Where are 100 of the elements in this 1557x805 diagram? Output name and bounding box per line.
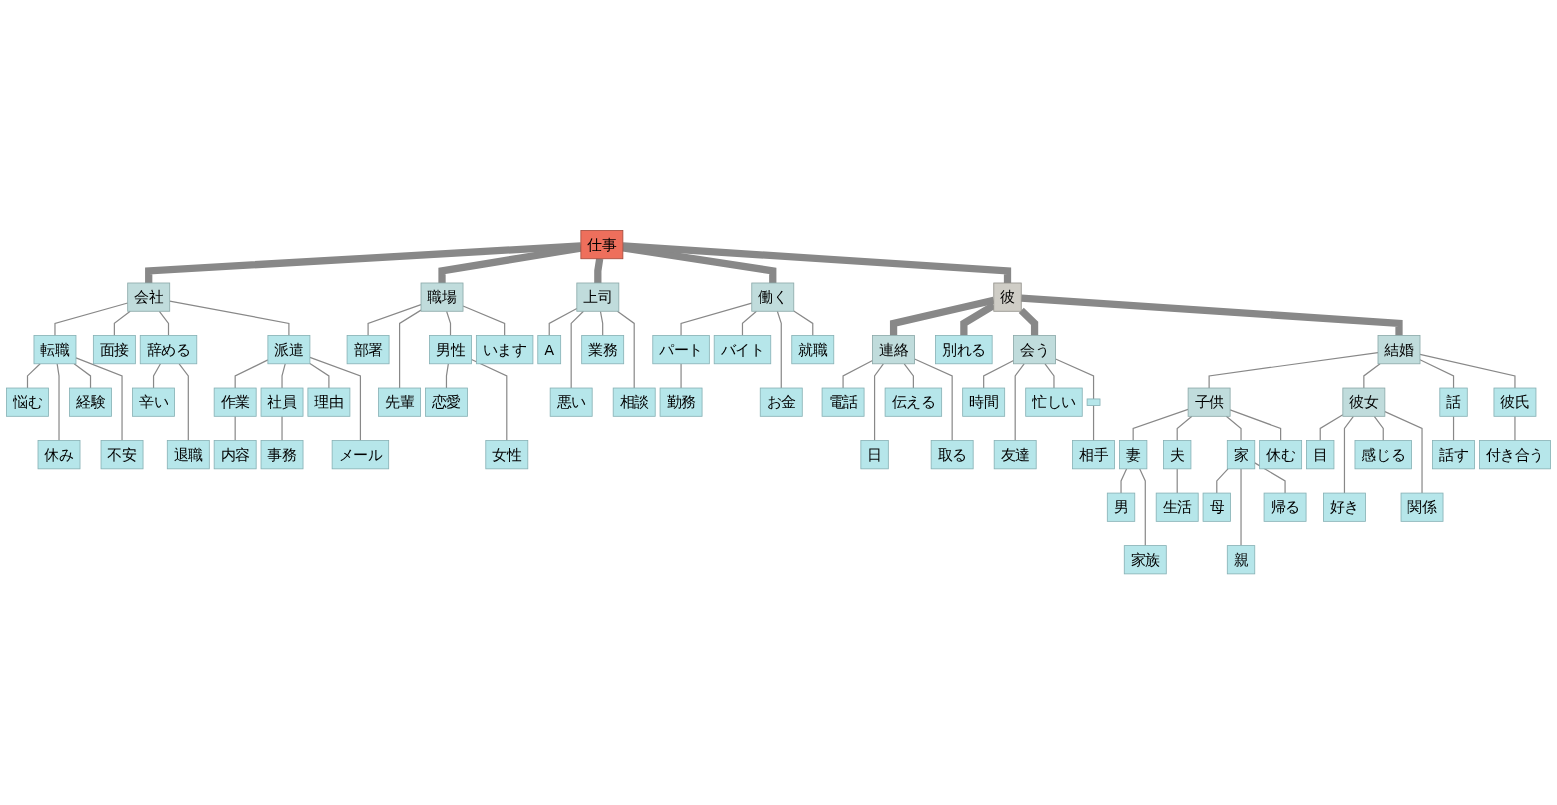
node-box: 派遣 <box>267 335 311 365</box>
connector <box>1254 462 1286 494</box>
node-box: 関係 <box>1400 493 1444 523</box>
connector <box>1419 359 1455 389</box>
node-box: 話 <box>1439 387 1468 418</box>
node-box: 社員 <box>260 387 304 418</box>
node-box: 働く <box>751 282 795 312</box>
node-box: 感じる <box>1354 440 1412 470</box>
connector <box>741 311 758 337</box>
connector <box>1225 416 1242 442</box>
node-box: 夫 <box>1163 440 1192 470</box>
connector <box>169 300 290 337</box>
node-box: 面接 <box>92 335 136 365</box>
connector <box>1021 294 1403 336</box>
connector <box>1092 405 1095 442</box>
node-box: 連絡 <box>872 335 915 365</box>
connector <box>26 363 41 389</box>
connector <box>113 311 131 337</box>
node-box: 電話 <box>821 387 865 418</box>
node-box: 相談 <box>612 387 656 418</box>
connector <box>1240 468 1242 547</box>
connector <box>1176 468 1178 494</box>
connector <box>616 311 635 389</box>
node-box: 辛い <box>132 387 175 418</box>
node-box: A <box>537 335 562 365</box>
connector <box>594 258 604 284</box>
node-box: 悪い <box>549 387 593 418</box>
connector <box>1044 363 1055 389</box>
connector <box>1132 409 1189 442</box>
node-box: 経験 <box>69 387 112 418</box>
node-box: 取る <box>930 440 974 470</box>
connector <box>445 363 449 389</box>
node-box: 女性 <box>485 440 529 470</box>
node-box: 友達 <box>993 440 1037 470</box>
node-box: 親 <box>1226 545 1256 575</box>
connector <box>281 363 286 389</box>
node-box: 目 <box>1306 440 1335 470</box>
node-box: 理由 <box>307 387 351 418</box>
node-box: メール <box>331 440 390 470</box>
node-box: 事務 <box>260 440 304 470</box>
connector <box>1229 409 1282 442</box>
connector <box>1139 468 1146 547</box>
connector <box>56 363 60 442</box>
node-box: 作業 <box>213 387 257 418</box>
node-box: 別れる <box>935 335 993 365</box>
connector <box>793 310 814 337</box>
node-box: 家族 <box>1123 545 1167 575</box>
node-box: 相手 <box>1072 440 1115 470</box>
connector <box>1452 416 1455 442</box>
connector <box>874 363 884 442</box>
node-box: 家 <box>1226 440 1256 470</box>
node-box: 就職 <box>791 335 835 365</box>
connector <box>73 363 92 389</box>
connector <box>152 363 162 389</box>
connector <box>1018 308 1039 336</box>
node-box: 母 <box>1202 493 1231 523</box>
node-box: 勤務 <box>659 387 703 418</box>
node-box: 会う <box>1013 335 1056 365</box>
connector <box>1014 363 1025 442</box>
node-box: 休み <box>37 440 81 470</box>
node-box: 会社 <box>127 282 171 312</box>
node-box: 悩む <box>6 387 49 418</box>
connector <box>234 359 269 389</box>
connector <box>983 360 1015 389</box>
connector <box>599 311 604 337</box>
connector <box>842 360 874 389</box>
node-box: 恋愛 <box>425 387 468 418</box>
node-box: 職場 <box>420 282 464 312</box>
node-box: 内容 <box>213 440 257 470</box>
connector <box>1343 416 1354 494</box>
connector <box>1384 411 1423 494</box>
node-box <box>1086 398 1101 407</box>
connector <box>1216 468 1229 494</box>
connector <box>54 302 129 337</box>
connector <box>1319 414 1344 442</box>
node-box: 彼氏 <box>1493 387 1537 418</box>
node-box: 生活 <box>1155 493 1199 523</box>
connector <box>548 308 578 337</box>
connector <box>570 311 585 389</box>
node-box: 好き <box>1323 493 1366 523</box>
connector <box>1055 358 1095 400</box>
node-box: 彼女 <box>1342 387 1386 418</box>
node-box: 退職 <box>166 440 210 470</box>
node-box: 業務 <box>581 335 625 365</box>
node-box: 転職 <box>33 335 77 365</box>
node-box: 上司 <box>576 282 620 312</box>
connector <box>1514 416 1516 442</box>
node-box: 男性 <box>429 335 472 365</box>
connector <box>399 309 422 389</box>
connector <box>1120 468 1128 494</box>
connector <box>158 311 170 337</box>
node-box: 付き合う <box>1479 440 1551 470</box>
node-box: 辞める <box>139 335 198 365</box>
connector <box>178 363 189 442</box>
node-box: お金 <box>759 387 803 418</box>
node-box: 話す <box>1432 440 1475 470</box>
node-box: バイト <box>713 335 772 365</box>
connector <box>1208 352 1379 389</box>
node-box: 時間 <box>962 387 1006 418</box>
connector <box>913 358 953 442</box>
